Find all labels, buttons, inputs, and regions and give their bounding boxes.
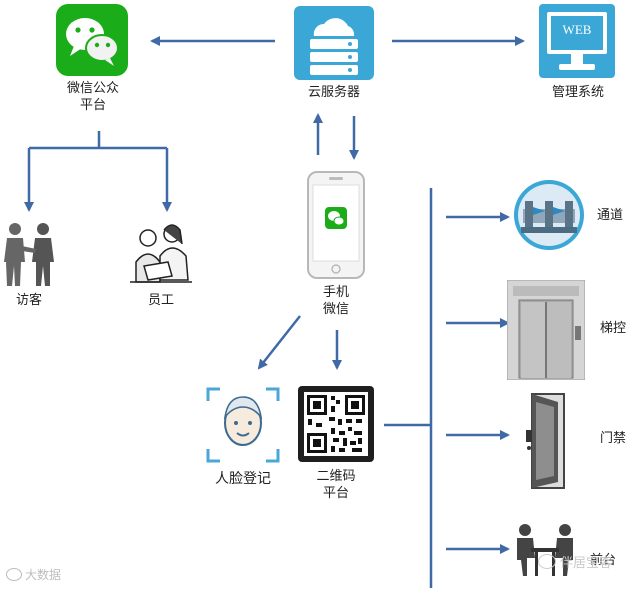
- watermark-left-text: 大数据: [25, 568, 62, 582]
- watermark-left-logo-icon: [6, 568, 22, 581]
- gate-node: [513, 179, 585, 251]
- management-label: 管理系统: [551, 85, 604, 100]
- watermark-right: 伴居宝客: [538, 552, 612, 571]
- cloud-server-node: [294, 6, 374, 80]
- wechat-platform-label: 微信公众 平台: [49, 80, 137, 114]
- desk-node: [513, 518, 577, 580]
- turnstile-gate-icon: [514, 180, 584, 250]
- cloud-server-label: 云服务器: [307, 85, 360, 100]
- desk-label: 前台: [590, 553, 617, 568]
- elevator-label: 梯控: [600, 321, 627, 336]
- qrcode-label: 二维码 平台: [291, 468, 381, 502]
- wechat-platform-node: [56, 4, 128, 76]
- face-registration-label: 人脸登记: [215, 471, 271, 487]
- watermark-right-text: 伴居宝客: [560, 556, 613, 571]
- watermark-right-logo-icon: [538, 554, 556, 569]
- employee-sketch-icon: [130, 224, 192, 283]
- qrcode-icon: [298, 386, 374, 462]
- monitor-screen-text: WEB: [562, 22, 592, 37]
- phone-label: 手机 微信: [291, 284, 381, 318]
- monitor-icon: [539, 4, 615, 78]
- gate-label: 通道: [597, 208, 624, 223]
- management-node: WEB: [539, 4, 615, 78]
- wechat-platform-label-line2: 平台: [79, 98, 106, 113]
- smartphone-icon: [307, 171, 365, 279]
- qrcode-label-line1: 二维码: [316, 469, 356, 484]
- door-label: 门禁: [600, 431, 627, 446]
- door-access-icon: [526, 393, 565, 489]
- watermark-left: 大数据: [6, 566, 61, 583]
- elevator-node: [506, 279, 586, 381]
- reception-desk-icon: [517, 524, 573, 576]
- qrcode-node: [298, 386, 374, 462]
- employee-label: 员工: [147, 293, 174, 308]
- arrow-phone-to-face: [257, 315, 301, 370]
- phone-node: [307, 171, 365, 279]
- face-scan-icon: [206, 387, 280, 463]
- face-registration-node: [206, 387, 280, 463]
- phone-label-line2: 微信: [322, 302, 349, 317]
- visitor-label: 访客: [15, 293, 42, 308]
- door-node: [524, 392, 574, 490]
- visitor-node: [2, 222, 56, 288]
- wechat-logo-icon: [56, 4, 128, 76]
- visitor-handshake-icon: [4, 223, 54, 286]
- phone-label-line1: 手机: [322, 285, 349, 300]
- qrcode-label-line2: 平台: [322, 486, 349, 501]
- elevator-icon: [506, 279, 586, 381]
- employee-node: [128, 222, 194, 288]
- cloud-server-icon: [294, 6, 374, 80]
- wechat-platform-label-line1: 微信公众: [66, 81, 119, 96]
